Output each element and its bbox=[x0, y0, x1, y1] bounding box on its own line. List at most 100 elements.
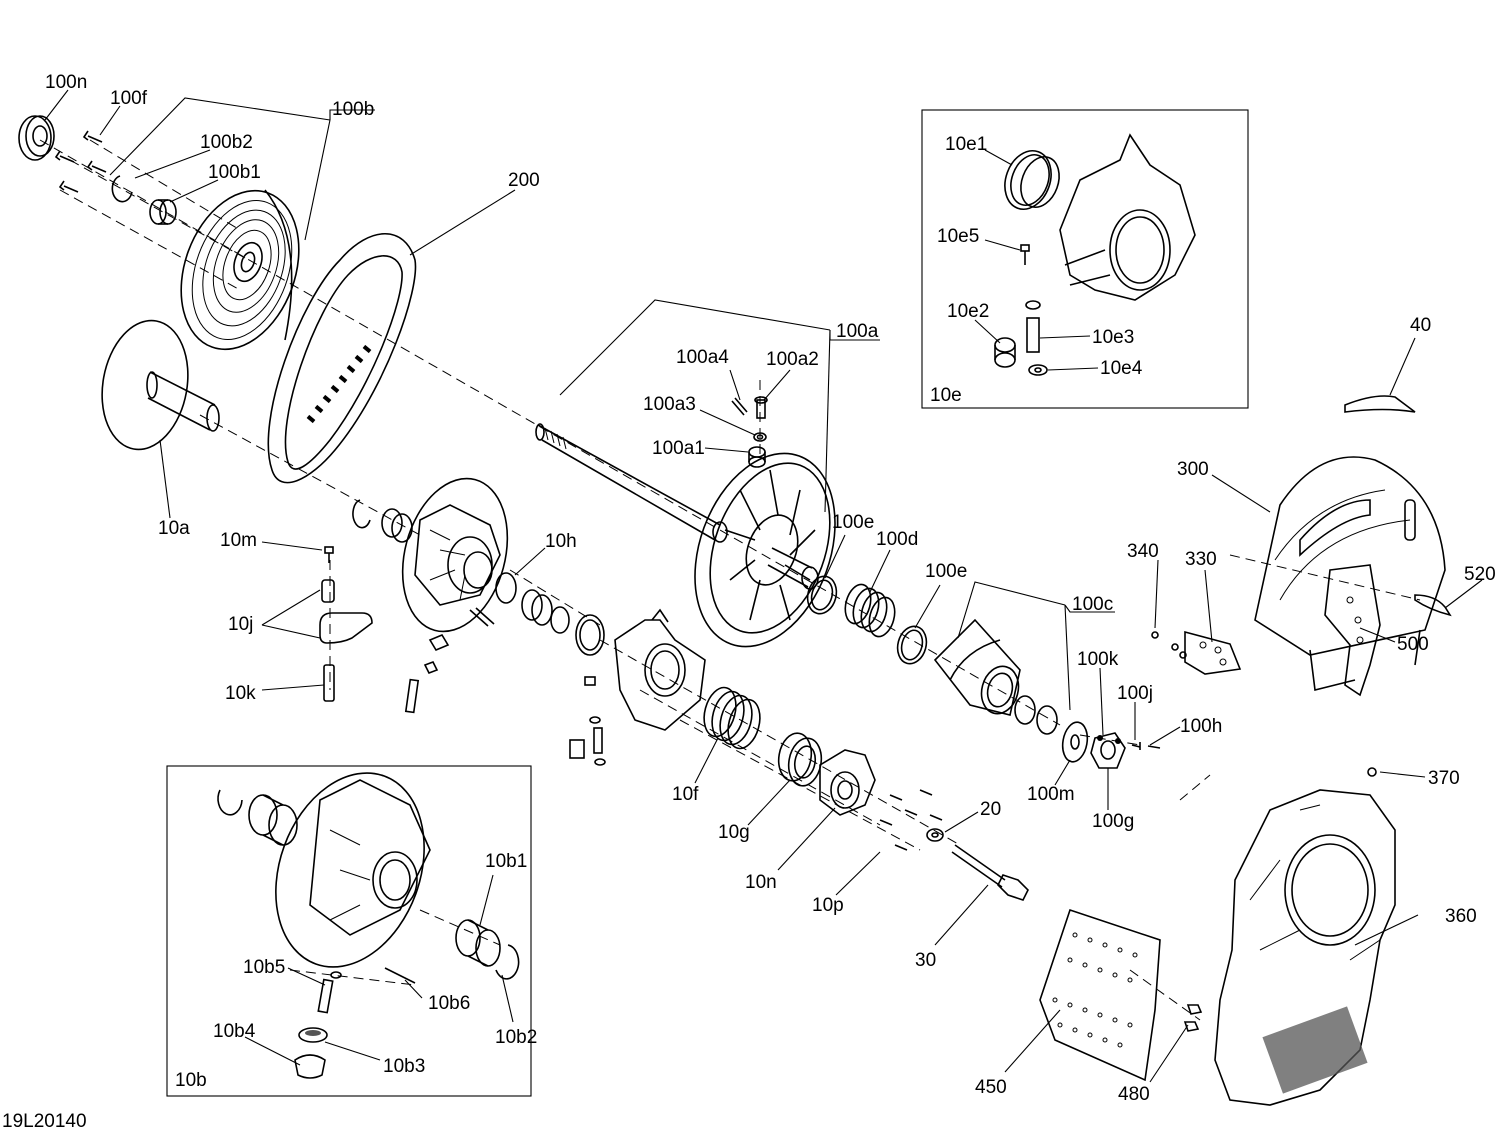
part-10-drive-housing bbox=[401, 477, 509, 633]
callout-500: 500 bbox=[1397, 634, 1429, 655]
inset-10e bbox=[921, 109, 1249, 409]
callout-100n: 100n bbox=[45, 72, 87, 93]
callout-480: 480 bbox=[1118, 1084, 1150, 1105]
part-drive-misc bbox=[404, 607, 495, 714]
callout-100d: 100d bbox=[876, 529, 918, 550]
part-10b3-washer bbox=[298, 1027, 328, 1043]
callout-10e3: 10e3 bbox=[1092, 327, 1134, 348]
callout-10m: 10m bbox=[220, 530, 257, 551]
callout-100h: 100h bbox=[1180, 716, 1222, 737]
part-10m-screw bbox=[324, 546, 334, 563]
callout-30: 30 bbox=[915, 950, 936, 971]
part-100e-ring-upper bbox=[806, 575, 838, 615]
part-10e5-screw bbox=[1020, 244, 1030, 265]
part-10b2-circlip-left bbox=[217, 789, 243, 816]
callout-10b1: 10b1 bbox=[485, 851, 527, 872]
part-10p-screws bbox=[879, 789, 943, 851]
callout-340: 340 bbox=[1127, 541, 1159, 562]
callout-10e5: 10e5 bbox=[937, 226, 979, 247]
callout-100j: 100j bbox=[1117, 683, 1153, 704]
callout-450: 450 bbox=[975, 1077, 1007, 1098]
part-10a-fixed-sheave bbox=[101, 319, 220, 451]
inset-10b-label: 10b bbox=[175, 1070, 207, 1091]
callout-100a: 100a bbox=[836, 321, 879, 342]
part-10n-cover bbox=[819, 749, 876, 816]
part-10b6-pin bbox=[384, 967, 416, 984]
callout-10g: 10g bbox=[718, 822, 750, 843]
part-40-clip bbox=[1344, 395, 1416, 413]
callout-100g: 100g bbox=[1092, 811, 1134, 832]
callout-10e4: 10e4 bbox=[1100, 358, 1143, 379]
part-20-washer bbox=[926, 828, 944, 842]
callout-10n: 10n bbox=[745, 872, 777, 893]
part-10e3-pin bbox=[1025, 300, 1041, 353]
callout-100b1: 100b1 bbox=[208, 162, 261, 183]
part-480-screws bbox=[1183, 1004, 1203, 1032]
callout-10e1: 10e1 bbox=[945, 134, 987, 155]
callout-100f: 100f bbox=[110, 88, 148, 109]
inset-10e-label: 10e bbox=[930, 385, 962, 406]
part-200-belt bbox=[267, 233, 417, 484]
part-450-plate bbox=[1039, 908, 1161, 1082]
callout-100c: 100c bbox=[1072, 594, 1113, 615]
part-300-guard bbox=[1254, 456, 1446, 691]
part-100b-sheave bbox=[180, 189, 300, 351]
callout-10b3: 10b3 bbox=[383, 1056, 425, 1077]
callout-10j: 10j bbox=[228, 614, 253, 635]
callout-100a1: 100a1 bbox=[652, 438, 705, 459]
callout-520: 520 bbox=[1464, 564, 1496, 585]
part-100f-screws bbox=[54, 130, 107, 193]
callout-10k: 10k bbox=[225, 683, 256, 704]
part-100n-seal bbox=[18, 115, 55, 161]
part-360-cover bbox=[1214, 789, 1396, 1106]
callout-100e-top: 100e bbox=[832, 512, 874, 533]
part-10e-housing bbox=[1059, 133, 1196, 301]
part-100e-ring-lower bbox=[896, 625, 928, 665]
part-10b1-bushing-right bbox=[455, 919, 501, 967]
part-10b2-circlip-right bbox=[495, 944, 520, 980]
callout-100k: 100k bbox=[1077, 649, 1119, 670]
part-10b-housing bbox=[275, 772, 431, 968]
part-10b5-pin bbox=[317, 971, 342, 1014]
part-10b1-bushing-left bbox=[248, 794, 298, 846]
callout-10b4: 10b4 bbox=[213, 1021, 256, 1042]
part-30-bolt bbox=[951, 844, 1029, 901]
part-100a-pulley bbox=[694, 452, 836, 648]
part-10k-pin bbox=[323, 664, 335, 702]
callout-360: 360 bbox=[1445, 906, 1477, 927]
part-520-pin bbox=[1414, 594, 1452, 617]
callout-10b6: 10b6 bbox=[428, 993, 470, 1014]
part-10e4-washer bbox=[1028, 364, 1048, 376]
callout-40: 40 bbox=[1410, 315, 1431, 336]
callout-labels: 100n 100f 100b 100b2 100b1 200 10a 100a … bbox=[2, 72, 1496, 1132]
part-10j-roller-arm bbox=[319, 579, 373, 644]
callout-300: 300 bbox=[1177, 459, 1209, 480]
leader-lines bbox=[44, 89, 1483, 1083]
callout-100a3: 100a3 bbox=[643, 394, 696, 415]
callout-10e2: 10e2 bbox=[947, 301, 989, 322]
callout-10f: 10f bbox=[672, 784, 699, 805]
callout-10h: 10h bbox=[545, 531, 577, 552]
callout-330: 330 bbox=[1185, 549, 1217, 570]
part-10f-spring bbox=[703, 686, 761, 750]
part-100d-spring bbox=[844, 583, 896, 638]
callout-200: 200 bbox=[508, 170, 540, 191]
callout-100b2: 100b2 bbox=[200, 132, 253, 153]
part-500-bracket bbox=[1324, 564, 1381, 697]
part-340-screws bbox=[1151, 631, 1187, 659]
part-10e-spider bbox=[569, 608, 706, 766]
part-100a-small-parts bbox=[731, 396, 768, 468]
callout-100e-mid: 100e bbox=[925, 561, 967, 582]
callout-100a4: 100a4 bbox=[676, 347, 729, 368]
part-100c-cam bbox=[933, 618, 1021, 716]
callout-10a: 10a bbox=[158, 518, 190, 539]
callout-10b2: 10b2 bbox=[495, 1027, 537, 1048]
part-370-fastener bbox=[1367, 767, 1377, 777]
part-100a-shaft bbox=[535, 423, 728, 543]
callout-100m: 100m bbox=[1027, 784, 1075, 805]
part-10h-ring-stack bbox=[352, 499, 605, 656]
callout-100b: 100b bbox=[332, 99, 374, 120]
callout-370: 370 bbox=[1428, 768, 1460, 789]
drawing-id: 19L20140 bbox=[2, 1111, 87, 1132]
